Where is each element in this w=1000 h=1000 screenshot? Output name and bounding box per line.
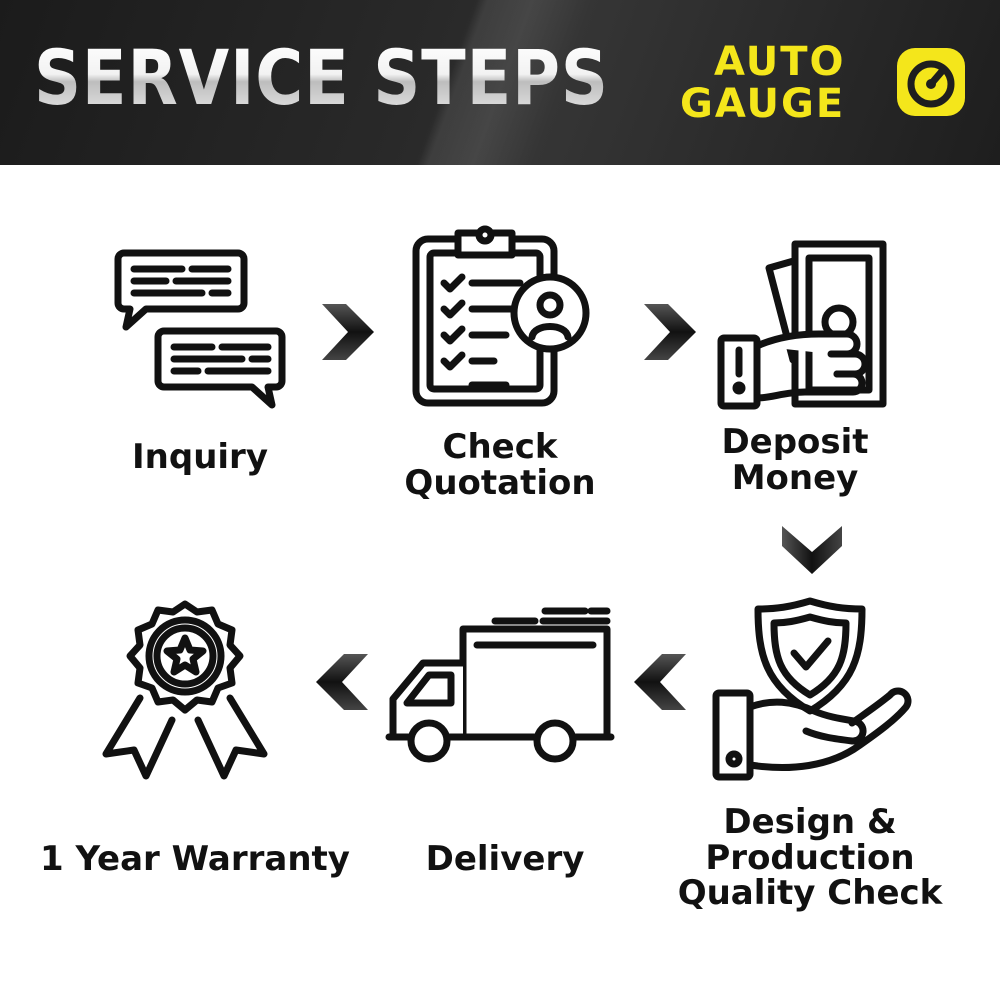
chevron-down-icon [782, 526, 842, 574]
award-ribbon-icon [102, 600, 268, 780]
page-title: SERVICE STEPS [34, 33, 609, 122]
step-label-deposit-money: Deposit Money [721, 422, 869, 498]
header-banner: SERVICE STEPS AUTO GAUGE [0, 0, 1000, 165]
step-label-inquiry: Inquiry [132, 437, 268, 477]
step-label-check-quotation: Check Quotation [404, 427, 596, 503]
chat-bubbles-icon [114, 249, 286, 409]
hand-shield-check-icon [712, 597, 912, 781]
logo-text-auto: AUTO [714, 39, 846, 85]
logo-text-gauge: GAUGE [680, 81, 846, 127]
chevron-left-icon [634, 654, 686, 710]
chevron-right-icon [644, 304, 696, 360]
step-label-warranty: 1 Year Warranty [40, 839, 350, 879]
brand-logo: AUTO GAUGE [680, 38, 980, 128]
chevron-left-icon [316, 654, 368, 710]
step-label-design-production-quality-check: Design & Production Quality Check [677, 802, 943, 914]
chevron-right-icon [322, 304, 374, 360]
delivery-truck-icon [385, 607, 615, 763]
step-label-delivery: Delivery [425, 839, 585, 879]
gauge-icon [897, 48, 965, 116]
hand-money-icon [717, 240, 887, 410]
clipboard-checklist-icon [412, 225, 590, 407]
